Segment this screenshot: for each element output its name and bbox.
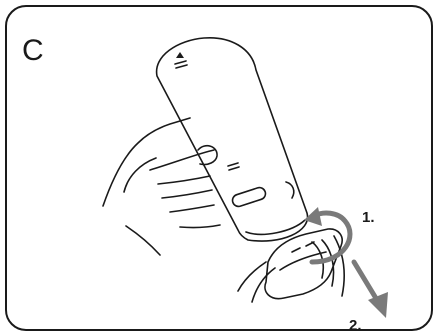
panel-letter: C	[22, 34, 44, 67]
step-1-label: 1.	[362, 209, 375, 226]
step-2-label: 2.	[349, 317, 362, 334]
